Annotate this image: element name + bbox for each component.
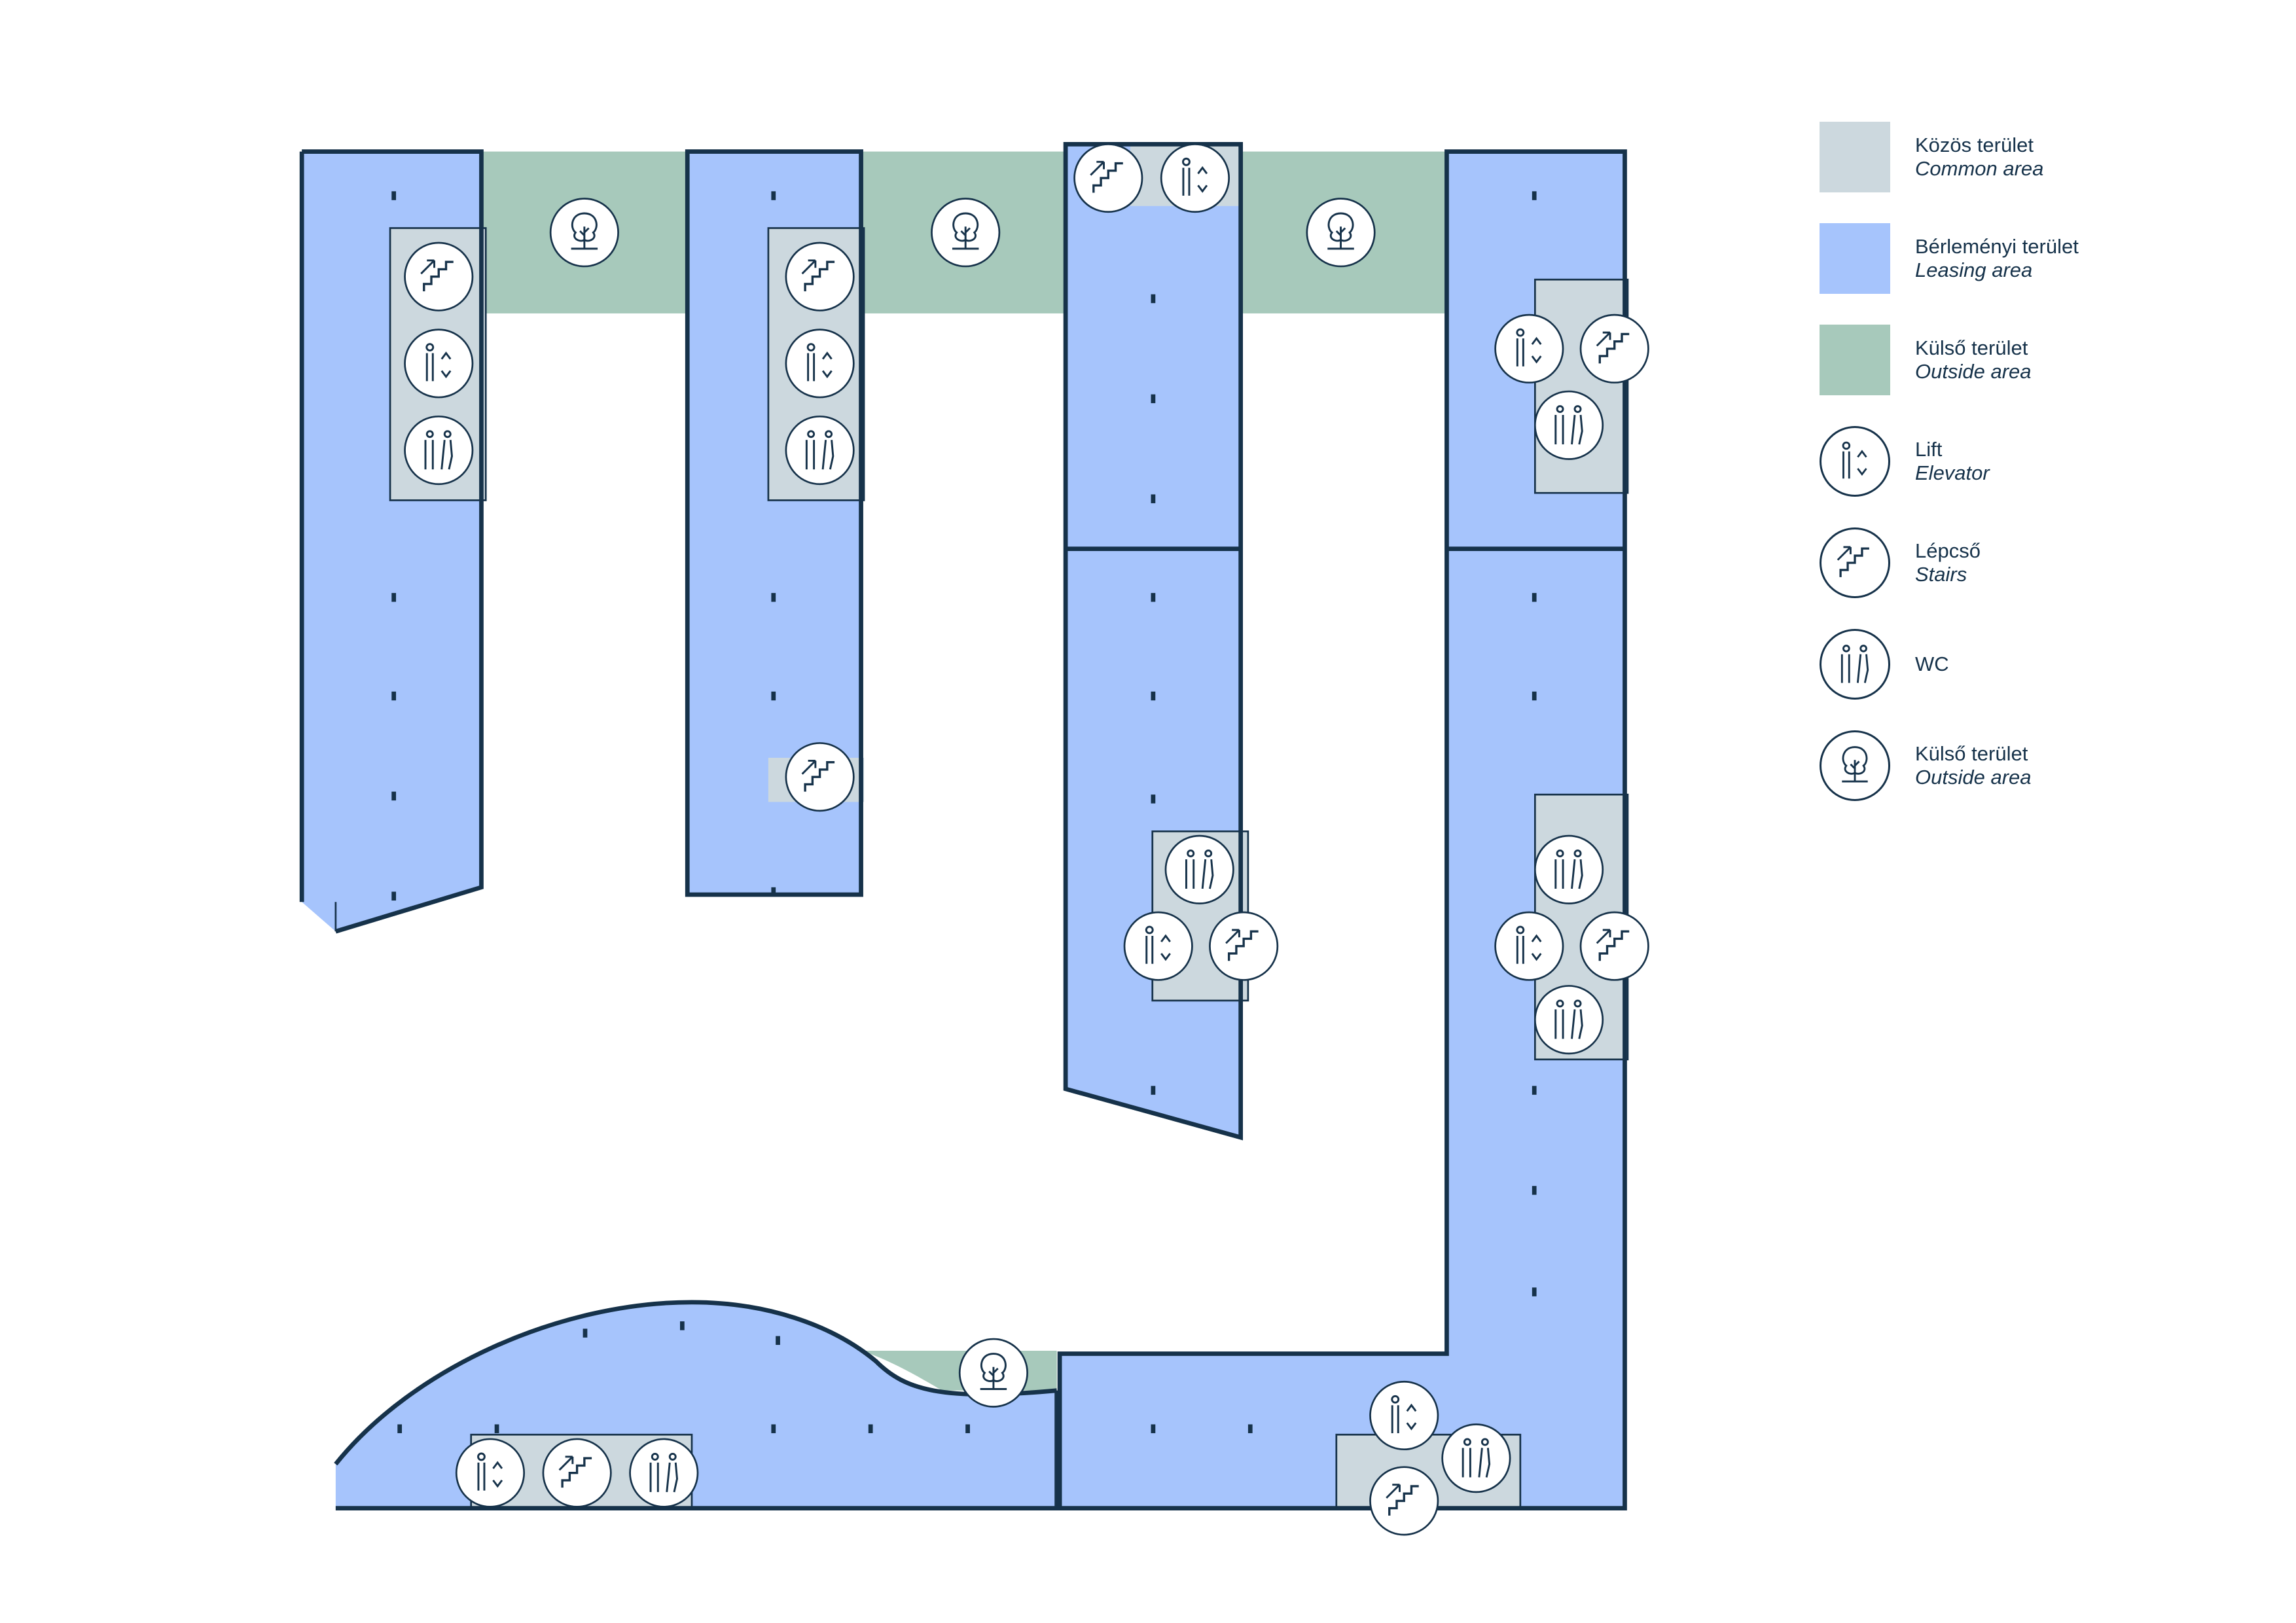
elevator-icon — [1820, 426, 1890, 497]
stairs-icon — [1579, 313, 1649, 383]
stairs-icon — [542, 1438, 612, 1508]
legend-item-outside-area: Külső terület Outside area — [1820, 325, 2186, 395]
tree-icon — [1820, 730, 1890, 801]
elevator-icon — [1369, 1380, 1439, 1451]
stairs-icon — [1209, 911, 1279, 981]
wc-icon — [1441, 1423, 1511, 1493]
columns — [391, 191, 1537, 1433]
wc-icon — [1534, 390, 1604, 460]
wc-icon — [404, 415, 474, 486]
stairs-icon — [785, 742, 855, 812]
legend-item-stairs: Lépcső Stairs — [1820, 527, 2186, 598]
legend-label-en: Common area — [1915, 157, 2044, 180]
swatch-common-area — [1820, 122, 1890, 192]
tree-icon — [958, 1338, 1028, 1408]
legend-label-en: Outside area — [1915, 360, 2032, 383]
wc-icon — [629, 1438, 699, 1508]
elevator-icon — [455, 1438, 526, 1508]
stairs-icon — [1820, 527, 1890, 598]
swatch-outside-area — [1820, 325, 1890, 395]
legend: Közös terület Common area Bérleményi ter… — [1820, 122, 2186, 832]
tree-icon — [549, 198, 619, 268]
swatch-leasing-area — [1820, 223, 1890, 294]
elevator-icon — [1494, 313, 1564, 383]
common-cores — [390, 144, 1628, 1508]
legend-label: Lépcső — [1915, 539, 1981, 562]
legend-label: Bérleményi terület — [1915, 235, 2079, 258]
elevator-icon — [785, 329, 855, 399]
leasing-areas — [302, 144, 1625, 1508]
legend-item-wc: WC — [1820, 629, 2186, 700]
stairs-icon — [785, 241, 855, 312]
walls — [299, 141, 1627, 1510]
outside-areas — [481, 151, 1447, 1391]
tree-icon — [931, 198, 1001, 268]
legend-label: Külső terület — [1915, 336, 2028, 359]
wc-icon — [1534, 834, 1604, 904]
stairs-icon — [1579, 911, 1649, 981]
elevator-icon — [1160, 143, 1230, 213]
stairs-icon — [404, 241, 474, 312]
legend-item-common-area: Közös terület Common area — [1820, 122, 2186, 192]
wc-icon — [785, 415, 855, 486]
tree-icon — [1306, 198, 1376, 268]
legend-label-en: Leasing area — [1915, 259, 2033, 281]
legend-label: WC — [1915, 652, 1949, 675]
wc-icon — [1534, 985, 1604, 1055]
legend-label-en: Outside area — [1915, 766, 2032, 789]
legend-label: Közös terület — [1915, 134, 2034, 156]
map-markers — [404, 143, 1649, 1536]
legend-label-en: Stairs — [1915, 563, 1967, 586]
elevator-icon — [1494, 911, 1564, 981]
stairs-icon — [1369, 1466, 1439, 1536]
legend-item-elevator: Lift Elevator — [1820, 426, 2186, 497]
legend-label: Külső terület — [1915, 742, 2028, 765]
stairs-icon — [1073, 143, 1143, 213]
wc-icon — [1164, 834, 1234, 904]
legend-label: Lift — [1915, 438, 1943, 461]
legend-label-en: Elevator — [1915, 461, 1990, 484]
core-walls — [334, 227, 1629, 1509]
legend-item-outside-area-icon: Külső terület Outside area — [1820, 730, 2186, 801]
wc-icon — [1820, 629, 1890, 700]
elevator-icon — [404, 329, 474, 399]
elevator-icon — [1123, 911, 1193, 981]
legend-item-leasing-area: Bérleményi terület Leasing area — [1820, 223, 2186, 294]
